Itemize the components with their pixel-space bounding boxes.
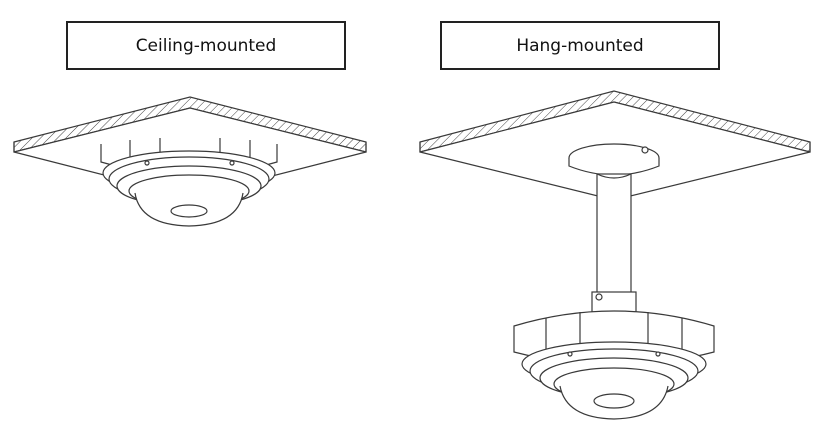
ceiling-mounted-label: Ceiling-mounted: [66, 21, 346, 70]
dome-camera-ceiling: [100, 138, 278, 227]
hang-mounted-text: Hang-mounted: [516, 35, 644, 56]
ceiling-mounted-text: Ceiling-mounted: [135, 35, 277, 56]
hang-mount-pendant: [513, 143, 715, 420]
hang-mounted-label: Hang-mounted: [440, 21, 720, 70]
